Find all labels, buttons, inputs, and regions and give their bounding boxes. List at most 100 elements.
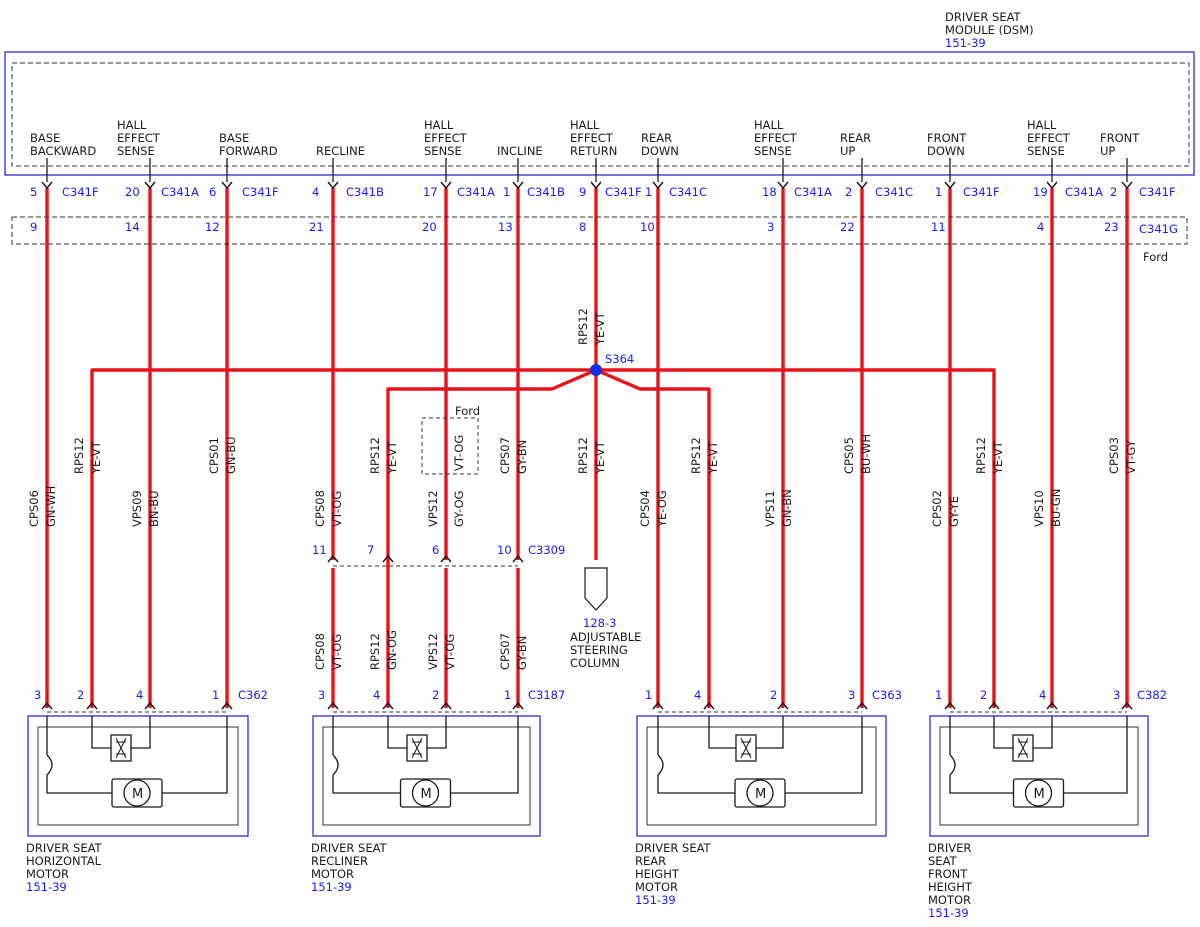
steering-terminal-icon <box>584 567 608 611</box>
motor-ref: 151-39 <box>26 880 67 894</box>
wire-rps12-branch-recliner <box>386 368 597 708</box>
motor-pin-number: 2 <box>980 688 987 702</box>
motor-pin-number: 1 <box>935 688 942 702</box>
pin-arrow-icon <box>1121 181 1133 190</box>
pin-arrow-icon <box>944 181 956 190</box>
module-ref: 151-39 <box>945 36 986 50</box>
pin-connector: C341C <box>669 185 707 199</box>
motor-name-line: MOTOR <box>311 867 354 881</box>
branch-code: RPS12 <box>72 437 86 474</box>
motor-pin-number: 4 <box>1039 688 1046 702</box>
pin-label-line: HALL <box>424 118 454 132</box>
motor-inner-border <box>646 726 877 826</box>
wire-color: GY-BN <box>515 440 529 474</box>
motor-name-line: MOTOR <box>635 880 678 894</box>
inline-pin-number: 3 <box>767 220 774 234</box>
pin-arrow-icon <box>777 181 789 190</box>
inline-connector-id: C341G <box>1139 222 1178 236</box>
wire-code: CPS04 <box>638 490 652 527</box>
motor-connector-id: C363 <box>872 688 902 702</box>
pin-number: 2 <box>1110 185 1117 199</box>
c3309-pin: 11 <box>312 543 327 557</box>
pin-connector: C341F <box>1139 185 1176 199</box>
wire-color: GN-BU <box>224 436 238 474</box>
pin-label-line: SENSE <box>754 144 792 158</box>
motor-pin-arrow-icon <box>86 701 98 710</box>
motor-pin-arrow-icon <box>327 701 339 710</box>
inline-pin-number: 9 <box>30 220 37 234</box>
pin-number: 1 <box>503 185 510 199</box>
wire-color: GY-OG <box>452 491 466 527</box>
thermal-switch-icon <box>949 754 956 776</box>
motor-border <box>636 715 887 837</box>
motor-pin-arrow-icon <box>988 701 1000 710</box>
pin-connector: C341F <box>242 185 279 199</box>
pin-connector: C341F <box>605 185 642 199</box>
wire-color: BN-BU <box>147 490 161 527</box>
pin-number: 1 <box>935 185 942 199</box>
pin-label-line: FORWARD <box>219 144 278 158</box>
pin-number: 4 <box>312 185 319 199</box>
wire-code: VPS09 <box>130 490 144 527</box>
hall-sensor-wiring <box>91 716 151 749</box>
pin-connector: C341A <box>1065 185 1103 199</box>
option-box-brand: Ford <box>455 404 480 418</box>
pin-label-line: INCLINE <box>497 144 543 158</box>
c3309-arrow-icon <box>440 554 452 563</box>
module-title-line-2: MODULE (DSM) <box>945 23 1034 37</box>
motor-icon <box>746 779 774 807</box>
module-border <box>4 51 1195 176</box>
pin-label-line: UP <box>1100 144 1115 158</box>
motor-ref: 151-39 <box>635 893 676 907</box>
splice-wire-color: YE-VT <box>593 311 607 346</box>
c3309-arrow-icon <box>512 554 524 563</box>
pin-connector: C341B <box>527 185 565 199</box>
inline-pin-number: 14 <box>125 220 140 234</box>
wire-color: VT-OG <box>330 634 344 670</box>
pin-connector: C341A <box>161 185 199 199</box>
module-title-line-1: DRIVER SEAT <box>945 10 1022 24</box>
pin-arrow-icon <box>652 181 664 190</box>
pin-label-line: FRONT <box>927 131 967 145</box>
branch-code: RPS12 <box>689 437 703 474</box>
pin-connector: C341A <box>457 185 495 199</box>
motor-symbol: M <box>1034 787 1045 802</box>
motor-icon <box>411 779 440 807</box>
wire-rps12-branch-rear <box>595 368 711 708</box>
wire-rps12-branch-front <box>596 368 996 708</box>
motor-icon <box>123 779 151 807</box>
thermal-switch-icon <box>332 754 339 776</box>
pin-label-line: BACKWARD <box>30 144 96 158</box>
motor-pin-arrow-icon <box>221 701 233 710</box>
inline-pin-number: 13 <box>498 220 513 234</box>
pin-number: 9 <box>579 185 586 199</box>
wire-code: CPS01 <box>207 437 221 474</box>
motor-pin-number: 3 <box>34 688 41 702</box>
pin-arrow-icon <box>327 181 339 190</box>
thermal-switch-icon <box>657 754 664 776</box>
motor-pin-arrow-icon <box>1046 701 1058 710</box>
motor-name-line: HEIGHT <box>635 867 680 881</box>
c3309-pin: 10 <box>497 543 512 557</box>
motor-ref: 151-39 <box>928 906 969 920</box>
hall-sensor-wiring <box>387 716 447 749</box>
pin-label-line: RETURN <box>570 144 617 158</box>
wire-color: VT-GY <box>1124 439 1138 474</box>
wire-code: CPS07 <box>498 633 512 670</box>
motor-name-line: MOTOR <box>26 867 69 881</box>
pin-arrow-icon <box>512 181 524 190</box>
wire-code: CPS07 <box>498 437 512 474</box>
inline-connector-c341g <box>11 216 1188 245</box>
motor-pin-number: 1 <box>504 688 511 702</box>
pin-number: 2 <box>845 185 852 199</box>
motor-inner-border <box>939 726 1139 826</box>
wire-layer <box>45 188 1129 708</box>
wire-color: BU-WH <box>859 434 873 474</box>
motor-pin-number: 1 <box>645 688 652 702</box>
hall-sensor-wiring <box>708 716 784 749</box>
inline-pin-number: 12 <box>205 220 220 234</box>
pin-arrow-icon <box>144 181 156 190</box>
wire-color: GY-YE <box>947 496 961 527</box>
branch-color: YE-VT <box>706 440 720 475</box>
